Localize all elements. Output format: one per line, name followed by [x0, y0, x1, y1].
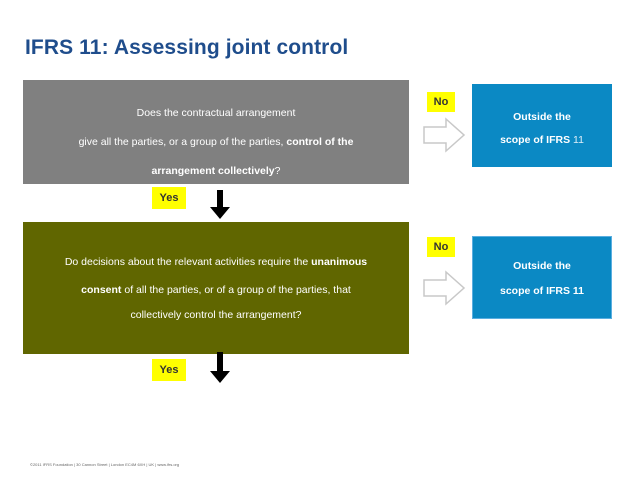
yes-label-1: Yes [152, 187, 186, 209]
outcome-1-line-1: Outside the [513, 111, 571, 123]
question-2-line-1-text: Do decisions about the relevant activiti… [64, 256, 312, 268]
down-arrow-icon [210, 352, 230, 383]
no-label-2: No [427, 237, 455, 257]
footer-copyright: ©2011 IFRS Foundation | 30 Cannon Street… [30, 462, 180, 467]
question-2-line-1-bold: unanimous [311, 256, 368, 268]
right-arrow-icon [423, 270, 466, 306]
outcome-1-line-2-number: 11 [570, 134, 584, 146]
question-2-line-3: collectively control the arrangement? [130, 309, 302, 321]
question-1-line-2-text: give all the parties, or a group of the … [78, 136, 287, 148]
down-arrow-icon [210, 190, 230, 219]
question-2-line-2-bold: consent [81, 284, 122, 296]
outcome-1-line-2-bold: scope of IFRS [500, 134, 571, 146]
question-1-line-1: Does the contractual arrangement [136, 107, 296, 119]
outcome-1-line-2: scope of IFRS 11 [472, 134, 612, 146]
no-label-1: No [427, 92, 455, 112]
outcome-2-line-1: Outside the [513, 260, 571, 272]
right-arrow-icon [423, 117, 466, 153]
page-title: IFRS 11: Assessing joint control [25, 36, 349, 59]
outcome-box-1: Outside the scope of IFRS 11 [472, 84, 612, 167]
question-1-line-3-bold: arrangement collectively [151, 165, 275, 177]
outcome-box-2: Outside the scope of IFRS 11 [472, 236, 612, 319]
question-2-line-2-text: of all the parties, or of a group of the… [121, 284, 351, 296]
outcome-2-line-2: scope of IFRS 11 [499, 285, 585, 297]
question-1-line-2-bold: control of the [286, 136, 354, 148]
question-1-line-3: arrangement collectively? [23, 165, 409, 177]
question-1-line-3-text: ? [274, 165, 281, 177]
question-box-1: Does the contractual arrangement give al… [23, 80, 409, 184]
yes-label-2: Yes [152, 359, 186, 381]
question-1-line-2: give all the parties, or a group of the … [23, 136, 409, 148]
question-2-line-2: consent of all the parties, or of a grou… [23, 284, 409, 296]
question-box-2: Do decisions about the relevant activiti… [23, 222, 409, 354]
question-2-line-1: Do decisions about the relevant activiti… [23, 256, 409, 268]
